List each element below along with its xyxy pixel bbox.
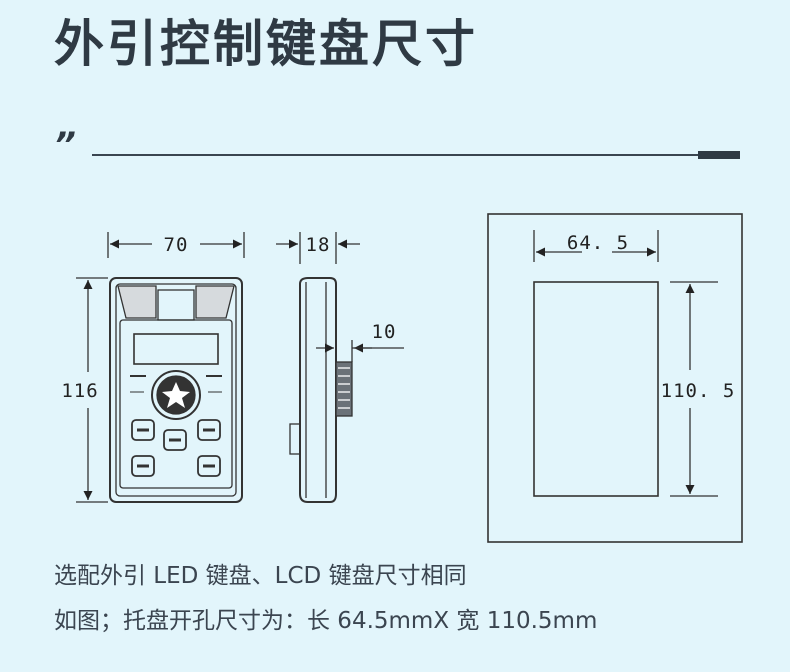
- knob-depth-label: 10: [372, 321, 397, 343]
- keypad-side-view: [276, 232, 404, 503]
- divider-line: [92, 154, 700, 156]
- caption-line-1: 选配外引 LED 键盘、LCD 键盘尺寸相同: [54, 563, 467, 589]
- cutout-width-label: 64. 5: [567, 232, 629, 254]
- keypad-height-label: 116: [61, 380, 98, 402]
- keypad-depth-label: 18: [306, 234, 331, 256]
- keypad-width-label: 70: [164, 234, 189, 256]
- panel-cutout-view: [487, 213, 743, 543]
- divider-accent: [698, 151, 740, 159]
- caption-line-2: 如图；托盘开孔尺寸为：长 64.5mmX 宽 110.5mm: [54, 608, 598, 634]
- quote-mark: ”: [54, 125, 76, 165]
- cutout-height-label: 110. 5: [661, 380, 736, 402]
- page-title: 外引控制键盘尺寸: [54, 15, 478, 73]
- keypad-front-view: [76, 232, 245, 503]
